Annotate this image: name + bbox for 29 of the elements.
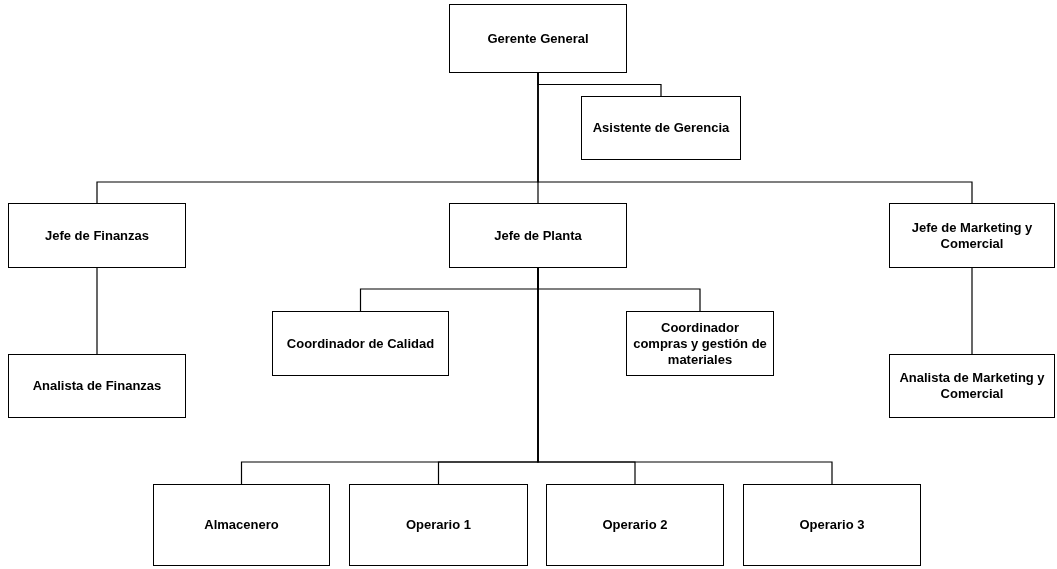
position-box: [449, 4, 627, 73]
position-box: [449, 203, 627, 268]
job-title: Coordinador compras y gestión de materiales: [633, 319, 767, 368]
position-box: [349, 484, 528, 566]
position-box: [581, 96, 741, 160]
job-title: Analista de Marketing y Comercial: [898, 370, 1046, 402]
job-title: Jefe de Finanzas: [44, 227, 149, 244]
job-title: Almacenero: [204, 517, 279, 533]
position-box: [8, 203, 186, 268]
job-title: Jefe de Planta: [494, 227, 582, 244]
position-box: [743, 484, 921, 566]
position-box: [546, 484, 724, 566]
position-box: [153, 484, 330, 566]
position-box: [889, 203, 1055, 268]
job-title: Jefe de Marketing y Comercial: [910, 219, 1034, 252]
job-title: Operario 2: [602, 517, 668, 533]
job-title: Coordinador de Calidad: [286, 335, 435, 352]
job-title: Gerente General: [487, 30, 589, 47]
position-box: [8, 354, 186, 418]
job-title: Operario 1: [406, 517, 471, 533]
connector-line: [537, 72, 973, 204]
job-title: Asistente de Gerencia: [592, 120, 730, 136]
job-title: Operario 3: [799, 517, 865, 533]
job-title: Analista de Finanzas: [32, 378, 162, 394]
connector-line: [971, 267, 973, 355]
position-box: [272, 311, 449, 376]
connector-line: [96, 267, 98, 355]
position-box: [626, 311, 774, 376]
position-box: [889, 354, 1055, 418]
